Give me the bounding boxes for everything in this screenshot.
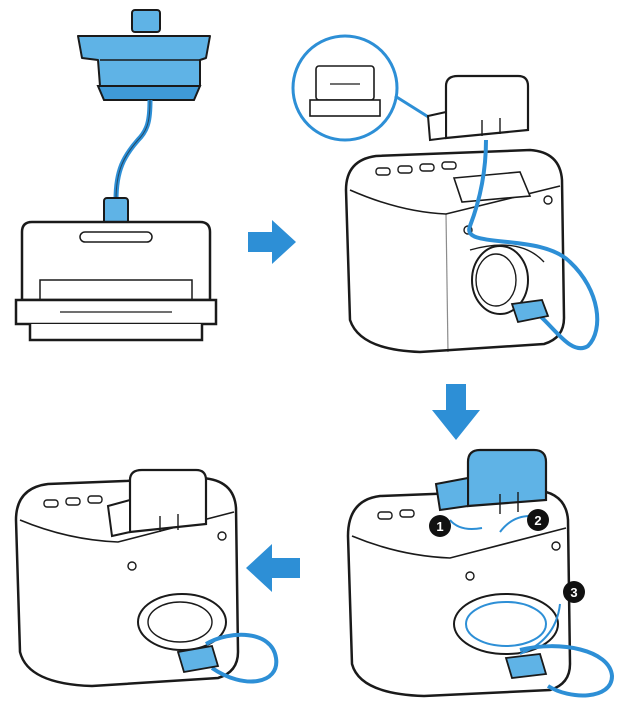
- charging-box: [346, 488, 572, 698]
- arrow-left-icon: [246, 544, 300, 592]
- step-marker-1: 1: [429, 515, 451, 537]
- svg-text:2: 2: [534, 513, 541, 528]
- usb-cable: [113, 99, 153, 201]
- blue-cradle-insert: [434, 448, 548, 514]
- charging-stand: [14, 220, 218, 342]
- stand-on-box: [106, 468, 208, 538]
- usb-cable: [467, 139, 600, 351]
- stand-on-box: [426, 74, 530, 142]
- blue-cradle-insert: [77, 9, 211, 101]
- usb-cable: [204, 632, 279, 684]
- panel-step-1: [14, 9, 218, 342]
- step-marker-3: 3: [563, 581, 585, 603]
- arrow-right-icon: [248, 220, 296, 264]
- charging-box: [14, 476, 240, 688]
- usb-plug-icon: [176, 644, 220, 674]
- svg-text:3: 3: [570, 585, 577, 600]
- charging-box: [344, 148, 566, 354]
- panel-step-2: [291, 34, 600, 354]
- arrow-down-icon: [432, 384, 480, 440]
- svg-text:1: 1: [436, 519, 443, 534]
- usb-cable: [519, 644, 615, 698]
- panel-step-4: [14, 468, 279, 688]
- panel-step-3: 1 2 3: [346, 448, 615, 698]
- zoom-callout-icon: [291, 34, 431, 142]
- step-marker-2: 2: [527, 509, 549, 531]
- usb-plug-icon: [504, 653, 548, 679]
- usb-plug-icon: [510, 299, 550, 324]
